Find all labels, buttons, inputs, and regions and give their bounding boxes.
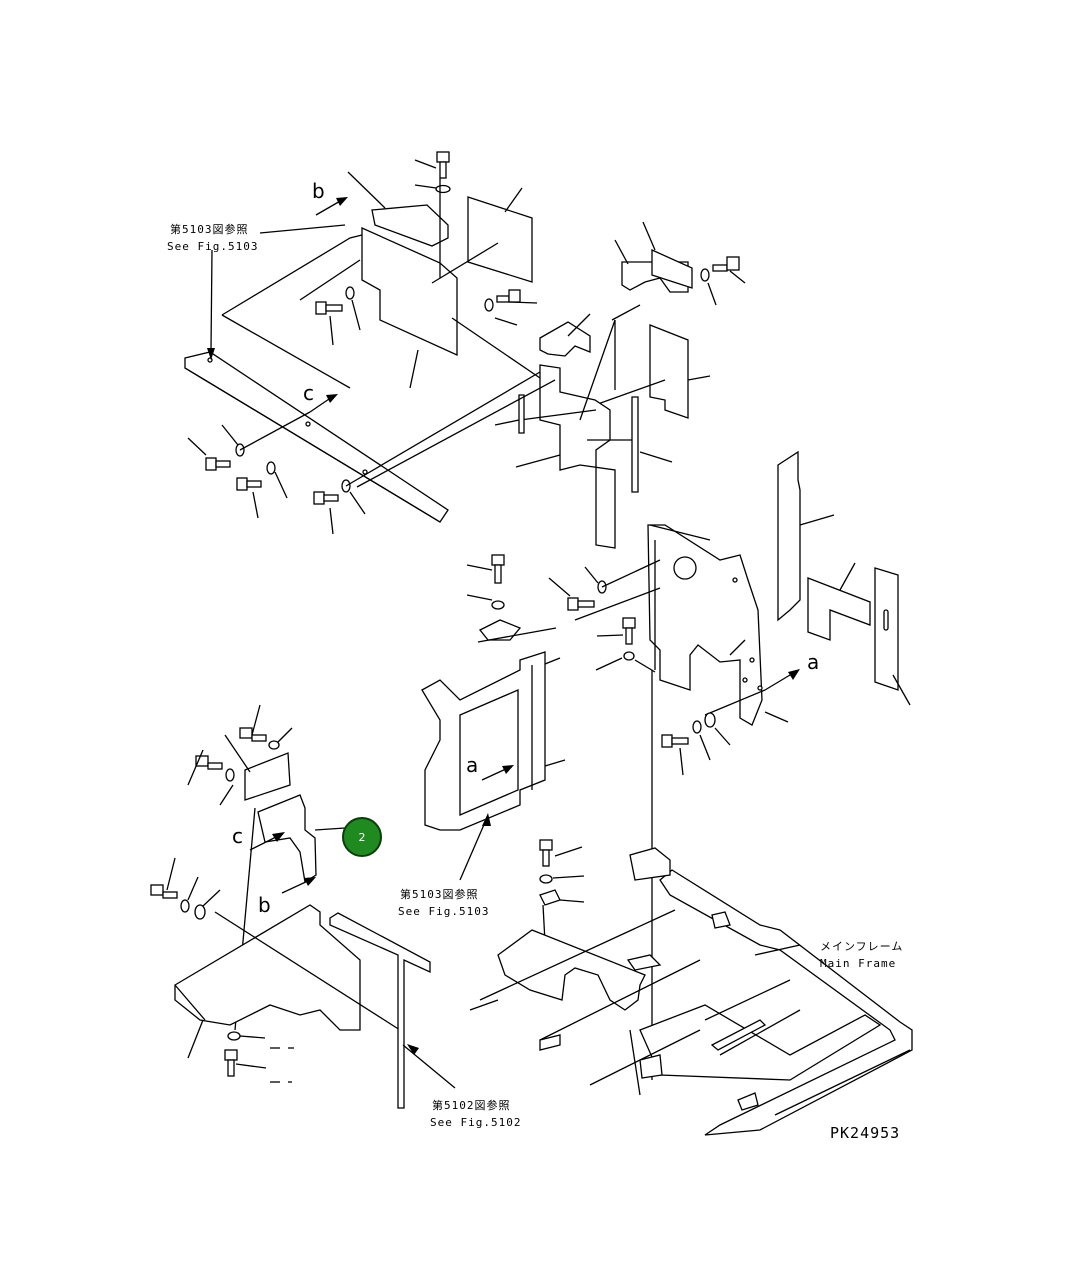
bolt-right [484, 289, 538, 326]
svg-text:第5102図参照: 第5102図参照 [432, 1098, 511, 1112]
strip-a [518, 394, 525, 434]
strip-b [631, 396, 639, 493]
svg-text:第5103図参照: 第5103図参照 [170, 222, 249, 236]
stepped-bracket [361, 226, 458, 357]
label-ref-center: 第5103図参照 See Fig.5103 [398, 887, 489, 918]
radiator-inner [459, 689, 519, 816]
bolt-ll-4 [224, 1031, 294, 1083]
bolt-left-2 [236, 461, 288, 519]
svg-text:メインフレーム: メインフレーム [820, 940, 903, 953]
label-ref-top-left: 第5103図参照 See Fig.5103 [167, 222, 258, 253]
view-letter-c-mid: c [303, 381, 314, 405]
tall-plate [649, 324, 689, 419]
center-frame [421, 554, 661, 881]
right-panels [548, 450, 911, 1080]
bolt-left-1 [187, 411, 311, 471]
frame-rail [659, 869, 913, 1136]
long-tall-plate [777, 450, 801, 622]
bolt-mid [315, 286, 361, 346]
bolt-ll-1 [239, 704, 293, 750]
flat-bracket [244, 752, 291, 801]
saddle [539, 321, 591, 357]
angled-bracket [257, 794, 317, 884]
center-bracket [539, 364, 616, 549]
view-letter-b-top: b [312, 179, 325, 203]
bolt-mf-1 [539, 839, 585, 906]
bolt-top [414, 151, 451, 194]
bolt-panel-mid [595, 617, 656, 673]
small-bracket [478, 619, 522, 641]
frame-upper [497, 929, 646, 1011]
side-panel [647, 524, 763, 726]
main-frame [469, 839, 913, 1136]
bolt-panel-left [548, 559, 661, 611]
svg-text:Main Frame: Main Frame [820, 957, 896, 970]
view-letter-b-left: b [258, 893, 271, 917]
label-ref-bottom: 第5102図参照 See Fig.5102 [430, 1098, 521, 1129]
curved-block-b [651, 248, 693, 289]
bolt-ll-2 [187, 749, 235, 806]
lower-cover [174, 904, 361, 1031]
view-letter-a-right: a [807, 650, 819, 674]
vertical-bar [329, 912, 431, 1109]
upper-left-bracket-group [184, 151, 541, 535]
arrow-c-mid [309, 394, 338, 413]
label-main-frame: メインフレーム Main Frame [820, 940, 903, 970]
bolt-right-lower [661, 712, 731, 776]
bolt-left-3 [313, 371, 541, 535]
upper-right-group [356, 221, 746, 549]
view-letter-a-center: a [466, 753, 478, 777]
frame-slot [710, 1019, 767, 1051]
callout-number: 2 [359, 831, 366, 844]
bolt-center-top [466, 554, 505, 610]
svg-text:See Fig.5102: See Fig.5102 [430, 1116, 521, 1129]
plate-large [467, 196, 533, 283]
svg-text:第5103図参照: 第5103図参照 [400, 887, 479, 901]
view-letter-c-left: c [232, 824, 243, 848]
cross-beam [184, 351, 449, 523]
svg-text:See Fig.5103: See Fig.5103 [167, 240, 258, 253]
pad-small [371, 204, 449, 247]
drawing-code: PK24953 [830, 1124, 900, 1142]
bolt-top-right [700, 256, 746, 306]
callout-badge[interactable]: 2 [342, 817, 382, 857]
lower-left-group [150, 704, 456, 1109]
bolt-ll-3 [150, 857, 221, 920]
svg-text:See Fig.5103: See Fig.5103 [398, 905, 489, 918]
arrow-b-top [315, 197, 348, 216]
l-shaped-plate [807, 577, 871, 641]
